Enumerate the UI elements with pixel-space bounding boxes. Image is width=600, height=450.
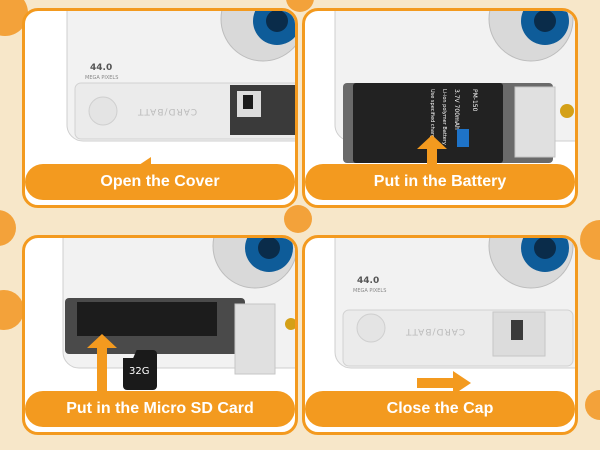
step-caption: Put in the Battery [305,164,575,200]
arrow-right-icon [417,371,471,395]
megapixel-subtext: MEGA PIXELS [85,75,119,81]
battery-tag [457,129,469,147]
decor-dot [585,390,600,420]
megapixel-text: 44.0 [90,63,113,73]
arrow-up-icon [417,135,447,181]
decor-dot [284,205,312,233]
step-put-sd-card: 32G Put in the Micro SD Card [22,235,298,435]
megapixel-subtext: MEGA PIXELS [353,288,387,294]
decor-dot [0,210,16,246]
battery-warning: Use specified charger only [429,89,435,156]
camera-illustration [62,238,295,375]
megapixel-text: 44.0 [357,276,380,286]
step-caption: Open the Cover [25,164,295,200]
camera-illustration [66,11,295,142]
step-put-battery: PM-150 3.7V 700mAh Li-ion polymer Batter… [302,8,578,208]
step-close-cap: 44.0 MEGA PIXELS CARD/BATT Close the Cap [302,235,578,435]
battery-type: Li-ion polymer Battery [441,89,447,145]
camera-illustration [334,238,575,369]
sd-capacity: 32G [129,366,150,377]
step-caption: Put in the Micro SD Card [25,391,295,427]
battery: PM-150 3.7V 700mAh Li-ion polymer Batter… [353,83,503,163]
decor-dot [0,290,24,330]
step-open-cover: 44.0 MEGA PIXELS CARD/BATT Open the Cove… [22,8,298,208]
decor-dot [286,0,314,12]
decor-dot [580,220,600,260]
battery-voltage: 3.7V 700mAh [453,89,460,130]
battery-model: PM-150 [471,89,478,112]
step-caption: Close the Cap [305,391,575,427]
arrow-up-icon [87,334,117,394]
